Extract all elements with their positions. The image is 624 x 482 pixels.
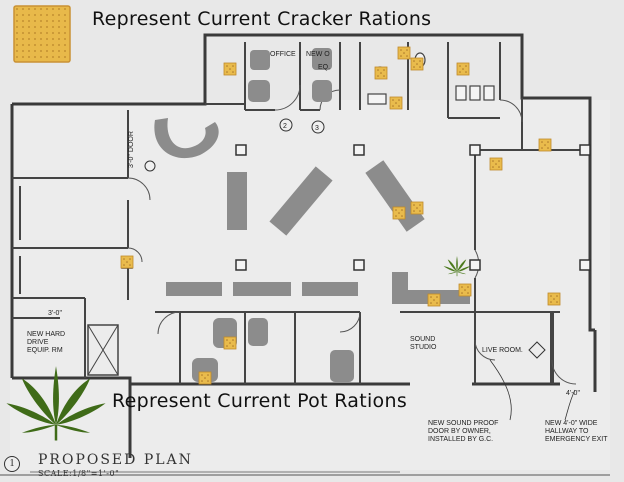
dimension-4ft: 4'-0" [566, 390, 580, 397]
cracker-icon [223, 62, 237, 76]
room-label-line: EQUIP. RM [27, 347, 63, 354]
callout-two: 2 [283, 123, 287, 130]
cracker-icon [458, 283, 472, 297]
cracker-icon [489, 157, 503, 171]
cracker-icon [392, 206, 406, 220]
note-line: EMERGENCY EXIT [545, 436, 608, 443]
plan-title: PROPOSED PLAN [38, 452, 193, 468]
plan-scale: SCALE:1/8"=1'-0" [38, 469, 120, 478]
room-label-line: DRIVE [27, 339, 49, 346]
cracker-icon [538, 138, 552, 152]
cracker-icon [13, 5, 71, 63]
door-swings [127, 84, 577, 385]
cracker-icon [547, 292, 561, 306]
room-label-sound-studio: SOUND STUDIO [410, 336, 436, 352]
room-label-eq: EQ. [318, 64, 331, 71]
sheet-number-badge: 1 [4, 456, 20, 472]
room-label-new-office: NEW O [306, 51, 330, 58]
plan-callouts [144, 118, 546, 359]
note-line: NEW SOUND PROOF [428, 420, 499, 427]
cracker-icon [410, 57, 424, 71]
furniture [154, 48, 470, 382]
note-line: INSTALLED BY G.C. [428, 436, 494, 443]
cracker-icon [410, 201, 424, 215]
cracker-icon [427, 293, 441, 307]
leader-lines [0, 359, 610, 476]
room-label-live-room: LIVE ROOM. [482, 347, 523, 354]
room-label-line: STUDIO [410, 344, 437, 351]
cracker-icon [374, 66, 388, 80]
dimension-door: 3'-0" DOOR [128, 131, 135, 168]
callout-three: 3 [315, 125, 319, 132]
room-label-office: OFFICE [270, 51, 296, 58]
room-label-line: NEW HARD [27, 331, 66, 338]
cracker-legend-label: Represent Current Cracker Rations [92, 8, 432, 30]
exterior-walls [10, 33, 597, 458]
dimension-3ft: 3'-0" [48, 310, 62, 317]
cracker-icon [198, 371, 212, 385]
note-hallway: NEW 4'-0" WIDE HALLWAY TO EMERGENCY EXIT [545, 420, 608, 444]
interior-walls [12, 42, 590, 384]
room-label-hard-drive: NEW HARD DRIVE EQUIP. RM [27, 331, 65, 355]
cracker-icon [223, 336, 237, 350]
note-line: NEW 4'-0" WIDE [545, 420, 598, 427]
cracker-icon [456, 62, 470, 76]
cracker-icon [397, 46, 411, 60]
note-line: HALLWAY TO [545, 428, 589, 435]
cracker-icon [120, 255, 134, 269]
cracker-icon [389, 96, 403, 110]
note-line: DOOR BY OWNER, [428, 428, 491, 435]
room-label-line: SOUND [410, 336, 436, 343]
note-soundproof-door: NEW SOUND PROOF DOOR BY OWNER, INSTALLED… [428, 420, 498, 444]
pot-legend-label: Represent Current Pot Rations [112, 390, 408, 412]
